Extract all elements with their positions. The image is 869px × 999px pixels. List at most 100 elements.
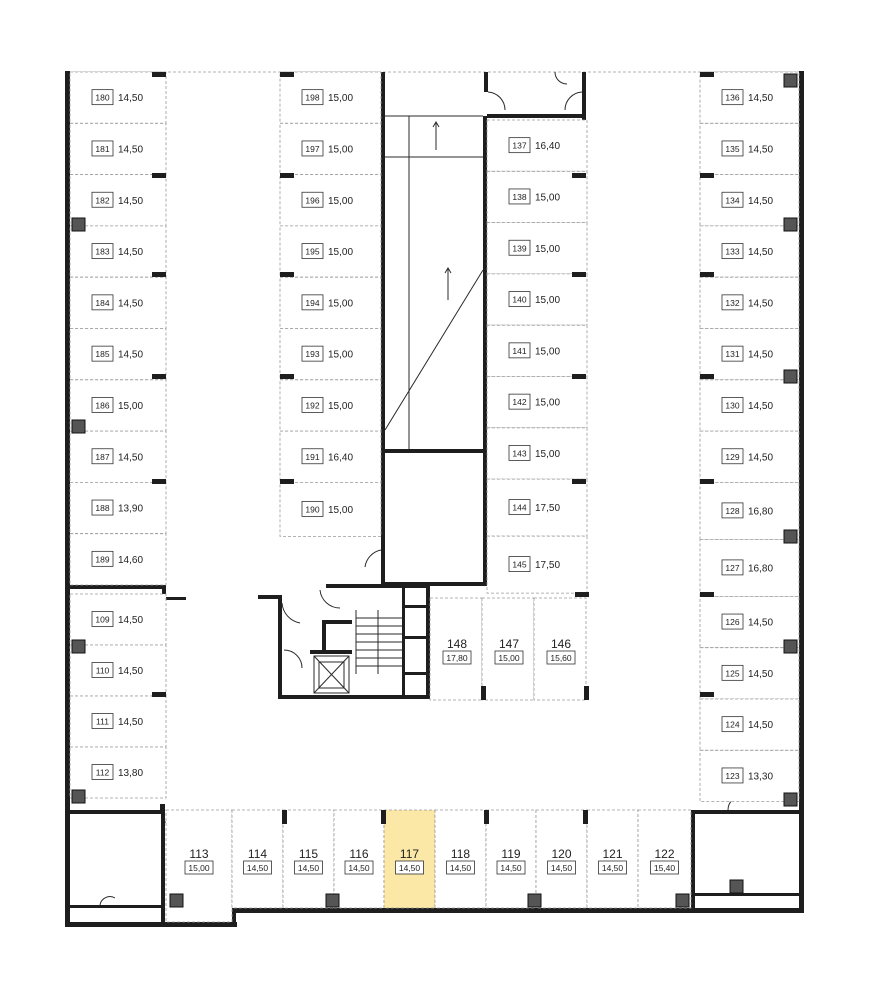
parking-space-194[interactable] xyxy=(280,277,381,329)
spot-area-box xyxy=(547,860,576,875)
parking-space-134[interactable] xyxy=(700,174,799,226)
spot-number: 148 xyxy=(447,637,467,651)
spot-area: 15,00 xyxy=(328,247,353,258)
spot-area: 13,30 xyxy=(748,771,773,782)
parking-space-118[interactable] xyxy=(435,810,486,908)
wall-left-separator xyxy=(65,585,165,589)
parking-space-141[interactable] xyxy=(487,325,587,377)
parking-space-142[interactable] xyxy=(487,376,587,428)
ventilation-shaft-icon xyxy=(71,639,86,654)
spot-area: 17,80 xyxy=(446,653,468,663)
parking-space-112[interactable] xyxy=(70,747,166,798)
column-pillar xyxy=(572,479,586,484)
parking-space-140[interactable] xyxy=(487,273,587,326)
parking-space-180[interactable] xyxy=(70,72,166,124)
parking-space-128[interactable] xyxy=(700,482,799,540)
spot-number-box xyxy=(91,713,114,729)
outer-wall-right xyxy=(799,71,804,912)
parking-space-121[interactable] xyxy=(587,810,638,908)
parking-space-185[interactable] xyxy=(70,328,166,380)
parking-space-192[interactable] xyxy=(280,379,381,432)
parking-space-123[interactable] xyxy=(700,750,799,802)
parking-space-120[interactable] xyxy=(536,810,587,908)
column-pillar xyxy=(700,173,714,178)
parking-space-137[interactable] xyxy=(487,120,587,172)
outer-wall-left xyxy=(65,71,70,589)
parking-space-189[interactable] xyxy=(70,533,166,585)
parking-space-110[interactable] xyxy=(70,645,166,696)
parking-space-111[interactable] xyxy=(70,696,166,747)
parking-space-135[interactable] xyxy=(700,123,799,175)
spot-area: 14,50 xyxy=(748,350,773,361)
spot-number: 123 xyxy=(725,771,739,781)
spot-number: 137 xyxy=(512,141,526,151)
parking-space-146[interactable] xyxy=(534,598,586,700)
spot-area-box xyxy=(294,860,323,875)
spot-area: 16,40 xyxy=(328,452,353,463)
parking-space-187[interactable] xyxy=(70,431,166,483)
parking-space-190[interactable] xyxy=(280,482,381,537)
parking-space-198[interactable] xyxy=(280,72,381,124)
parking-space-196[interactable] xyxy=(280,174,381,226)
parking-space-outline xyxy=(533,597,587,701)
parking-space-127[interactable] xyxy=(700,539,799,597)
parking-space-117[interactable] xyxy=(384,810,435,908)
parking-space-136[interactable] xyxy=(700,72,799,124)
parking-space-114[interactable] xyxy=(232,810,283,908)
spot-number-box xyxy=(721,559,744,576)
parking-space-145[interactable] xyxy=(487,536,587,594)
parking-space-126[interactable] xyxy=(700,596,799,648)
ventilation-shaft-icon xyxy=(783,73,798,88)
spot-number-box xyxy=(91,550,114,567)
spot-area: 15,00 xyxy=(118,401,143,412)
spot-number-box xyxy=(301,191,324,208)
spot-number: 145 xyxy=(512,560,526,570)
parking-space-119[interactable] xyxy=(486,810,536,908)
parking-space-115[interactable] xyxy=(283,810,334,908)
spot-number-box xyxy=(721,716,744,733)
parking-space-129[interactable] xyxy=(700,431,799,483)
parking-space-124[interactable] xyxy=(700,699,799,751)
parking-space-138[interactable] xyxy=(487,171,587,223)
parking-space-125[interactable] xyxy=(700,647,799,699)
parking-space-143[interactable] xyxy=(487,427,587,480)
parking-space-184[interactable] xyxy=(70,277,166,329)
spot-number: 132 xyxy=(725,298,739,308)
parking-space-116[interactable] xyxy=(334,810,384,908)
parking-space-197[interactable] xyxy=(280,123,381,175)
parking-space-181[interactable] xyxy=(70,123,166,175)
parking-space-132[interactable] xyxy=(700,277,799,329)
parking-space-188[interactable] xyxy=(70,482,166,534)
parking-space-183[interactable] xyxy=(70,225,166,278)
column-pillar xyxy=(481,686,486,700)
spot-label-148: 148 17,80 xyxy=(442,637,472,665)
parking-space-191[interactable] xyxy=(280,431,381,483)
parking-space-147[interactable] xyxy=(482,598,534,700)
parking-space-133[interactable] xyxy=(700,225,799,278)
parking-space-148[interactable] xyxy=(430,598,482,700)
spot-number: 195 xyxy=(305,247,319,257)
parking-space-195[interactable] xyxy=(280,225,381,278)
ramp-arrowhead-1 xyxy=(432,121,440,128)
parking-space-139[interactable] xyxy=(487,222,587,274)
parking-space-122[interactable] xyxy=(638,810,691,908)
spot-number: 133 xyxy=(725,247,739,257)
parking-space-186[interactable] xyxy=(70,379,166,432)
ventilation-shaft-icon xyxy=(71,419,86,434)
parking-space-131[interactable] xyxy=(700,328,799,380)
parking-space-109[interactable] xyxy=(70,594,166,645)
parking-space-193[interactable] xyxy=(280,328,381,380)
parking-space-144[interactable] xyxy=(487,479,587,537)
parking-space-130[interactable] xyxy=(700,379,799,432)
parking-space-182[interactable] xyxy=(70,174,166,226)
